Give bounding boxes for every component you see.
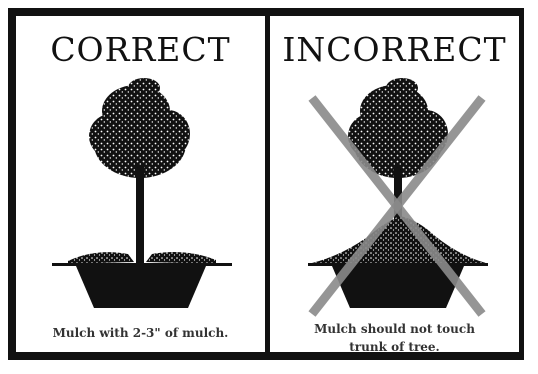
tree-trunk (136, 166, 144, 264)
mulch-layer-right (146, 252, 216, 264)
tree-canopy (89, 78, 190, 178)
ground-line (308, 263, 488, 266)
mulch-volcano (312, 216, 486, 263)
correct-panel: CORRECT (16, 16, 265, 352)
incorrect-caption: Mulch should not touch trunk of tree. (270, 320, 519, 356)
poster-frame: CORRECT (8, 8, 524, 360)
root-ball (76, 266, 206, 308)
incorrect-caption-line2: trunk of tree. (270, 338, 519, 356)
incorrect-tree-illustration (270, 16, 519, 352)
correct-caption: Mulch with 2-3" of mulch. (16, 324, 265, 342)
ground-line (52, 263, 232, 266)
incorrect-panel: INCORRECT (270, 16, 519, 352)
correct-tree-illustration (16, 16, 265, 352)
mulch-layer-left (68, 252, 134, 264)
incorrect-caption-line1: Mulch should not touch (270, 320, 519, 338)
